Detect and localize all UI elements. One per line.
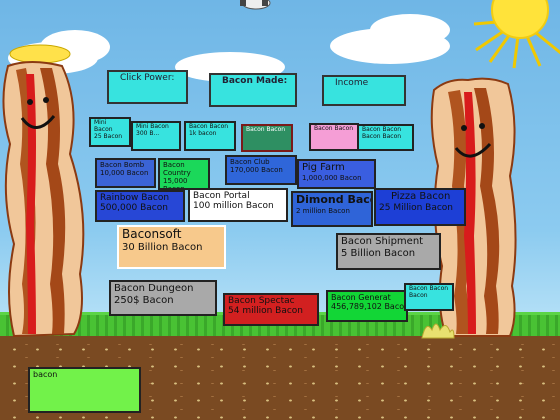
bacon-character-right[interactable] bbox=[428, 66, 520, 338]
upgrade-bacon-bomb[interactable]: Bacon Bomb 10,000 Bacon bbox=[95, 158, 156, 188]
upgrade-bacon-bacon-1[interactable]: Bacon Bacon 1k bacon bbox=[184, 121, 236, 151]
upgrade-price: 500,000 Bacon bbox=[100, 203, 168, 214]
click-power-label: Click Power: bbox=[120, 73, 175, 83]
upgrade-title: Dimond Bacon bbox=[296, 193, 371, 206]
upgrade-title: Bacon Portal bbox=[193, 191, 250, 201]
upgrade-title: Bacon Club bbox=[230, 158, 270, 166]
upgrade-title: Bacon Spectac bbox=[228, 296, 295, 306]
upgrade-title: Baconsoft bbox=[122, 227, 182, 241]
upgrade-bacon-extra[interactable]: Bacon Bacon Bacon bbox=[404, 283, 454, 311]
small-character-icon bbox=[240, 0, 271, 10]
bacon-made-display: Bacon Made: bbox=[209, 73, 297, 107]
upgrade-bacon-bacon-4[interactable]: Bacon Bacon Bacon Bacon bbox=[357, 124, 414, 151]
upgrade-price: 5 Billion Bacon bbox=[341, 247, 416, 259]
upgrade-bacon-bacon-2[interactable]: Bacon Bacon bbox=[241, 124, 293, 152]
upgrade-price: Bacon bbox=[409, 291, 428, 299]
upgrade-price: 456,789,102 Bacon bbox=[331, 302, 408, 312]
income-label: Income bbox=[335, 78, 369, 88]
upgrade-bacon-country[interactable]: Bacon Country 15,000 Bacon bbox=[158, 158, 210, 190]
upgrade-bacon-portal[interactable]: Bacon Portal 100 million Bacon bbox=[188, 188, 288, 222]
bacon-character-left[interactable] bbox=[0, 44, 92, 340]
upgrade-title: Bacon Bacon bbox=[246, 126, 286, 133]
upgrade-price: 10,000 Bacon bbox=[100, 169, 149, 178]
upgrade-price: 15,000 Bacon bbox=[163, 177, 188, 190]
upgrade-title: Rainbow Bacon bbox=[100, 193, 170, 203]
income-display: Income bbox=[322, 75, 406, 106]
upgrade-title: Bacon Bomb bbox=[100, 161, 145, 169]
upgrade-price: 170,000 Bacon bbox=[230, 166, 283, 175]
upgrade-title: Bacon Shipment bbox=[341, 236, 424, 247]
upgrade-mini-bacon-2[interactable]: Mini Bacon 300 B... bbox=[131, 121, 181, 151]
upgrade-title: Bacon Bacon bbox=[362, 126, 402, 133]
upgrade-price: 100 million Bacon bbox=[193, 201, 274, 212]
upgrade-price: 25 Bacon bbox=[94, 132, 123, 140]
bacon-made-label: Bacon Made: bbox=[222, 76, 288, 86]
upgrade-title: Mini Bacon bbox=[136, 123, 169, 130]
upgrade-title: Mini Bacon bbox=[94, 119, 113, 133]
upgrade-title: Bacon Generat bbox=[331, 293, 391, 302]
upgrade-bacon-bacon-3[interactable]: Bacon Bacon bbox=[309, 123, 359, 151]
upgrade-bacon-generator[interactable]: Bacon Generat 456,789,102 Bacon bbox=[326, 290, 408, 322]
cloud bbox=[370, 14, 450, 46]
upgrade-pizza-bacon[interactable]: Pizza Bacon 25 Million Bacon bbox=[374, 188, 466, 226]
upgrade-price: Bacon Bacon bbox=[362, 132, 402, 140]
upgrade-title: Bacon Bacon bbox=[314, 125, 354, 132]
upgrade-dimond-bacon[interactable]: Dimond Bacon 2 million Bacon bbox=[291, 191, 373, 227]
bacon-counter: bacon bbox=[28, 367, 141, 413]
upgrade-price: 1,000,000 Bacon bbox=[302, 173, 362, 182]
upgrade-bacon-club[interactable]: Bacon Club 170,000 Bacon bbox=[225, 155, 297, 185]
upgrade-pig-farm[interactable]: Pig Farm 1,000,000 Bacon bbox=[297, 159, 376, 189]
sun-icon bbox=[473, 0, 560, 69]
upgrade-title: Pig Farm bbox=[302, 162, 345, 173]
upgrade-rainbow-bacon[interactable]: Rainbow Bacon 500,000 Bacon bbox=[95, 190, 185, 222]
upgrade-price: 54 million Bacon bbox=[228, 306, 304, 317]
upgrade-price: 30 Billion Bacon bbox=[122, 241, 203, 253]
upgrade-bacon-spectacles[interactable]: Bacon Spectac 54 million Bacon bbox=[223, 293, 319, 326]
upgrade-title: Bacon Dungeon bbox=[114, 283, 194, 294]
click-power-display: Click Power: bbox=[107, 70, 188, 104]
upgrade-title: Bacon Bacon bbox=[409, 285, 449, 292]
bacon-counter-label: bacon bbox=[33, 370, 58, 379]
upgrade-bacon-dungeon[interactable]: Bacon Dungeon 250$ Bacon bbox=[109, 280, 217, 316]
upgrade-title: Bacon Bacon bbox=[189, 123, 229, 130]
upgrade-mini-bacon-1[interactable]: Mini Bacon 25 Bacon bbox=[89, 117, 131, 147]
upgrade-bacon-shipment[interactable]: Bacon Shipment 5 Billion Bacon bbox=[336, 233, 441, 270]
upgrade-price: 1k bacon bbox=[189, 129, 217, 137]
upgrade-title: Pizza Bacon bbox=[391, 191, 451, 202]
upgrade-title: Bacon Country bbox=[163, 161, 191, 178]
upgrade-price: 25 Million Bacon bbox=[379, 202, 453, 213]
upgrade-price: 2 million Bacon bbox=[296, 206, 350, 215]
upgrade-baconsoft[interactable]: Baconsoft 30 Billion Bacon bbox=[117, 225, 226, 269]
upgrade-price: 250$ Bacon bbox=[114, 294, 174, 306]
bush-icon bbox=[421, 323, 455, 339]
upgrade-price: 300 B... bbox=[136, 129, 160, 137]
